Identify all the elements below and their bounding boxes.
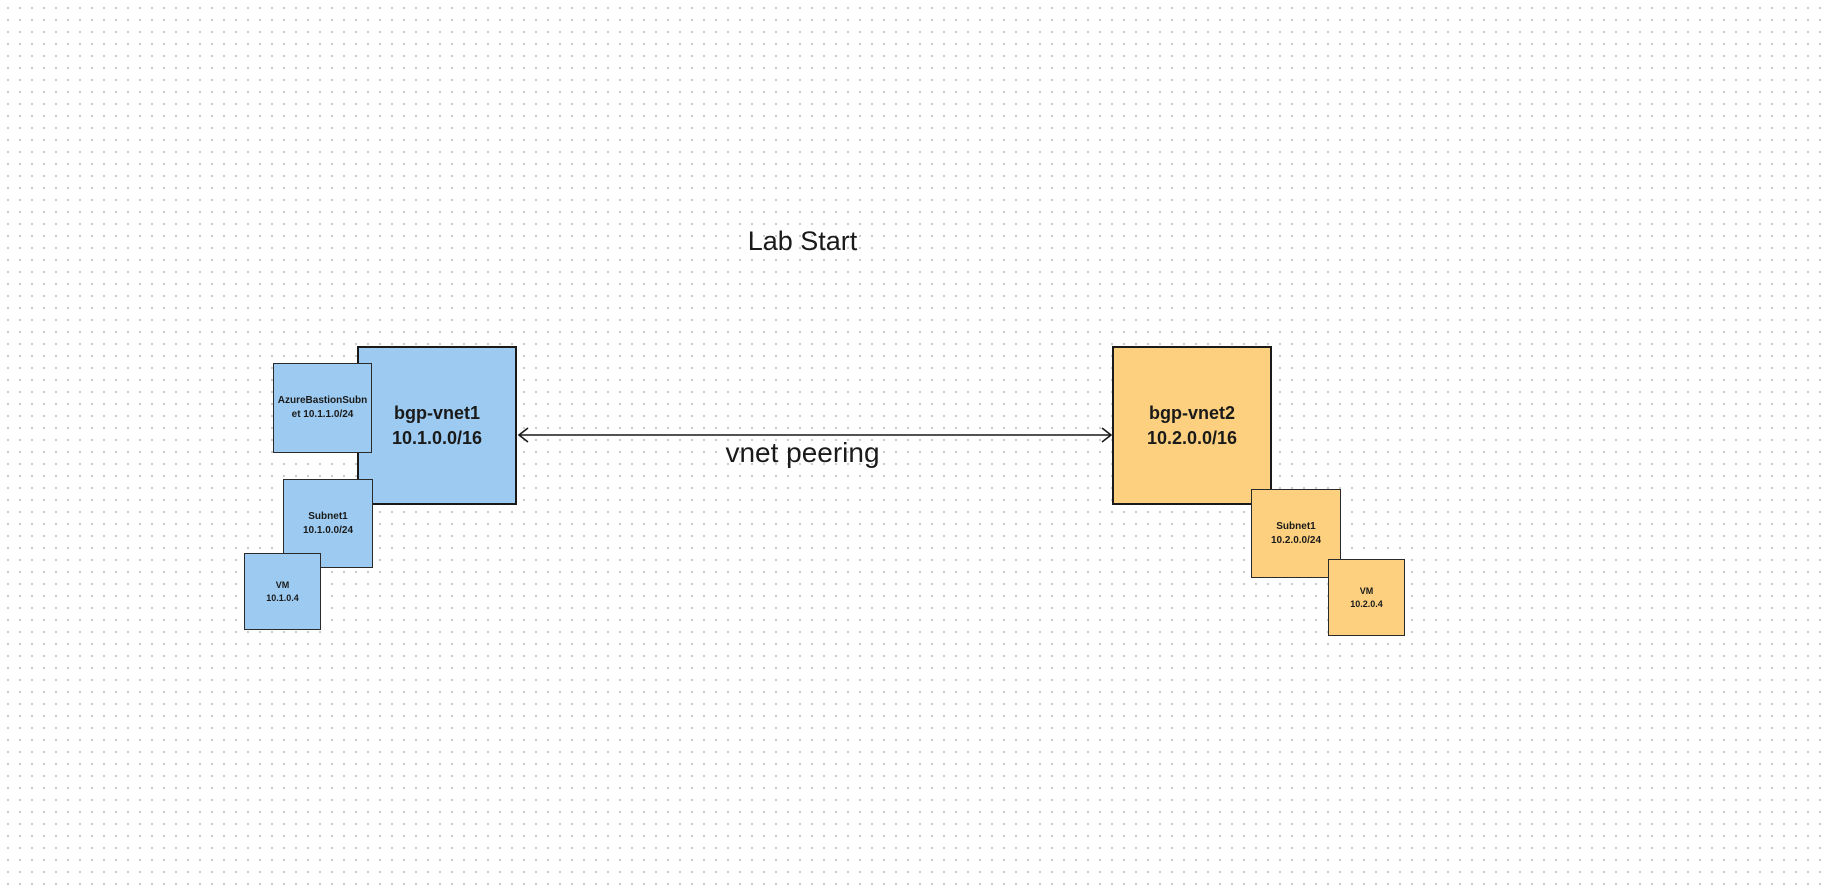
vnet2-vm-name: VM — [1359, 585, 1374, 596]
vnet2-subnet1-name: Subnet1 — [1276, 520, 1316, 532]
vnet2-subnet1-cidr: 10.2.0.0/24 — [1270, 534, 1322, 546]
diagram-title: Lab Start — [747, 226, 858, 256]
vnet1-bastion-subnet-label: AzureBastionSubnet 10.1.1.0/24 — [277, 395, 368, 420]
vnet1-vm-ip: 10.1.0.4 — [266, 592, 299, 603]
arrowhead-left-icon — [517, 427, 529, 443]
vnet1-subnet1-cidr: 10.1.0.0/24 — [302, 524, 354, 536]
vnet1-name: bgp-vnet1 — [393, 402, 480, 423]
peering-label: vnet peering — [725, 437, 880, 468]
vnet2-vm-box[interactable]: VM 10.2.0.4 — [1328, 559, 1405, 636]
arrowhead-right-icon — [1101, 427, 1113, 443]
vnet1-box[interactable]: bgp-vnet1 10.1.0.0/16 — [357, 346, 517, 505]
vnet1-cidr: 10.1.0.0/16 — [391, 427, 483, 448]
vnet2-vm-ip: 10.2.0.4 — [1350, 598, 1383, 609]
vnet1-vm-box[interactable]: VM 10.1.0.4 — [244, 553, 321, 630]
vnet2-cidr: 10.2.0.0/16 — [1146, 427, 1238, 448]
vnet1-bastion-subnet-box[interactable]: AzureBastionSubnet 10.1.1.0/24 — [273, 363, 372, 453]
vnet2-name: bgp-vnet2 — [1148, 402, 1235, 423]
vnet1-subnet1-name: Subnet1 — [308, 510, 348, 522]
vnet2-subnet1-box[interactable]: Subnet1 10.2.0.0/24 — [1251, 489, 1341, 578]
vnet1-vm-name: VM — [275, 579, 290, 590]
vnet2-box[interactable]: bgp-vnet2 10.2.0.0/16 — [1112, 346, 1272, 505]
